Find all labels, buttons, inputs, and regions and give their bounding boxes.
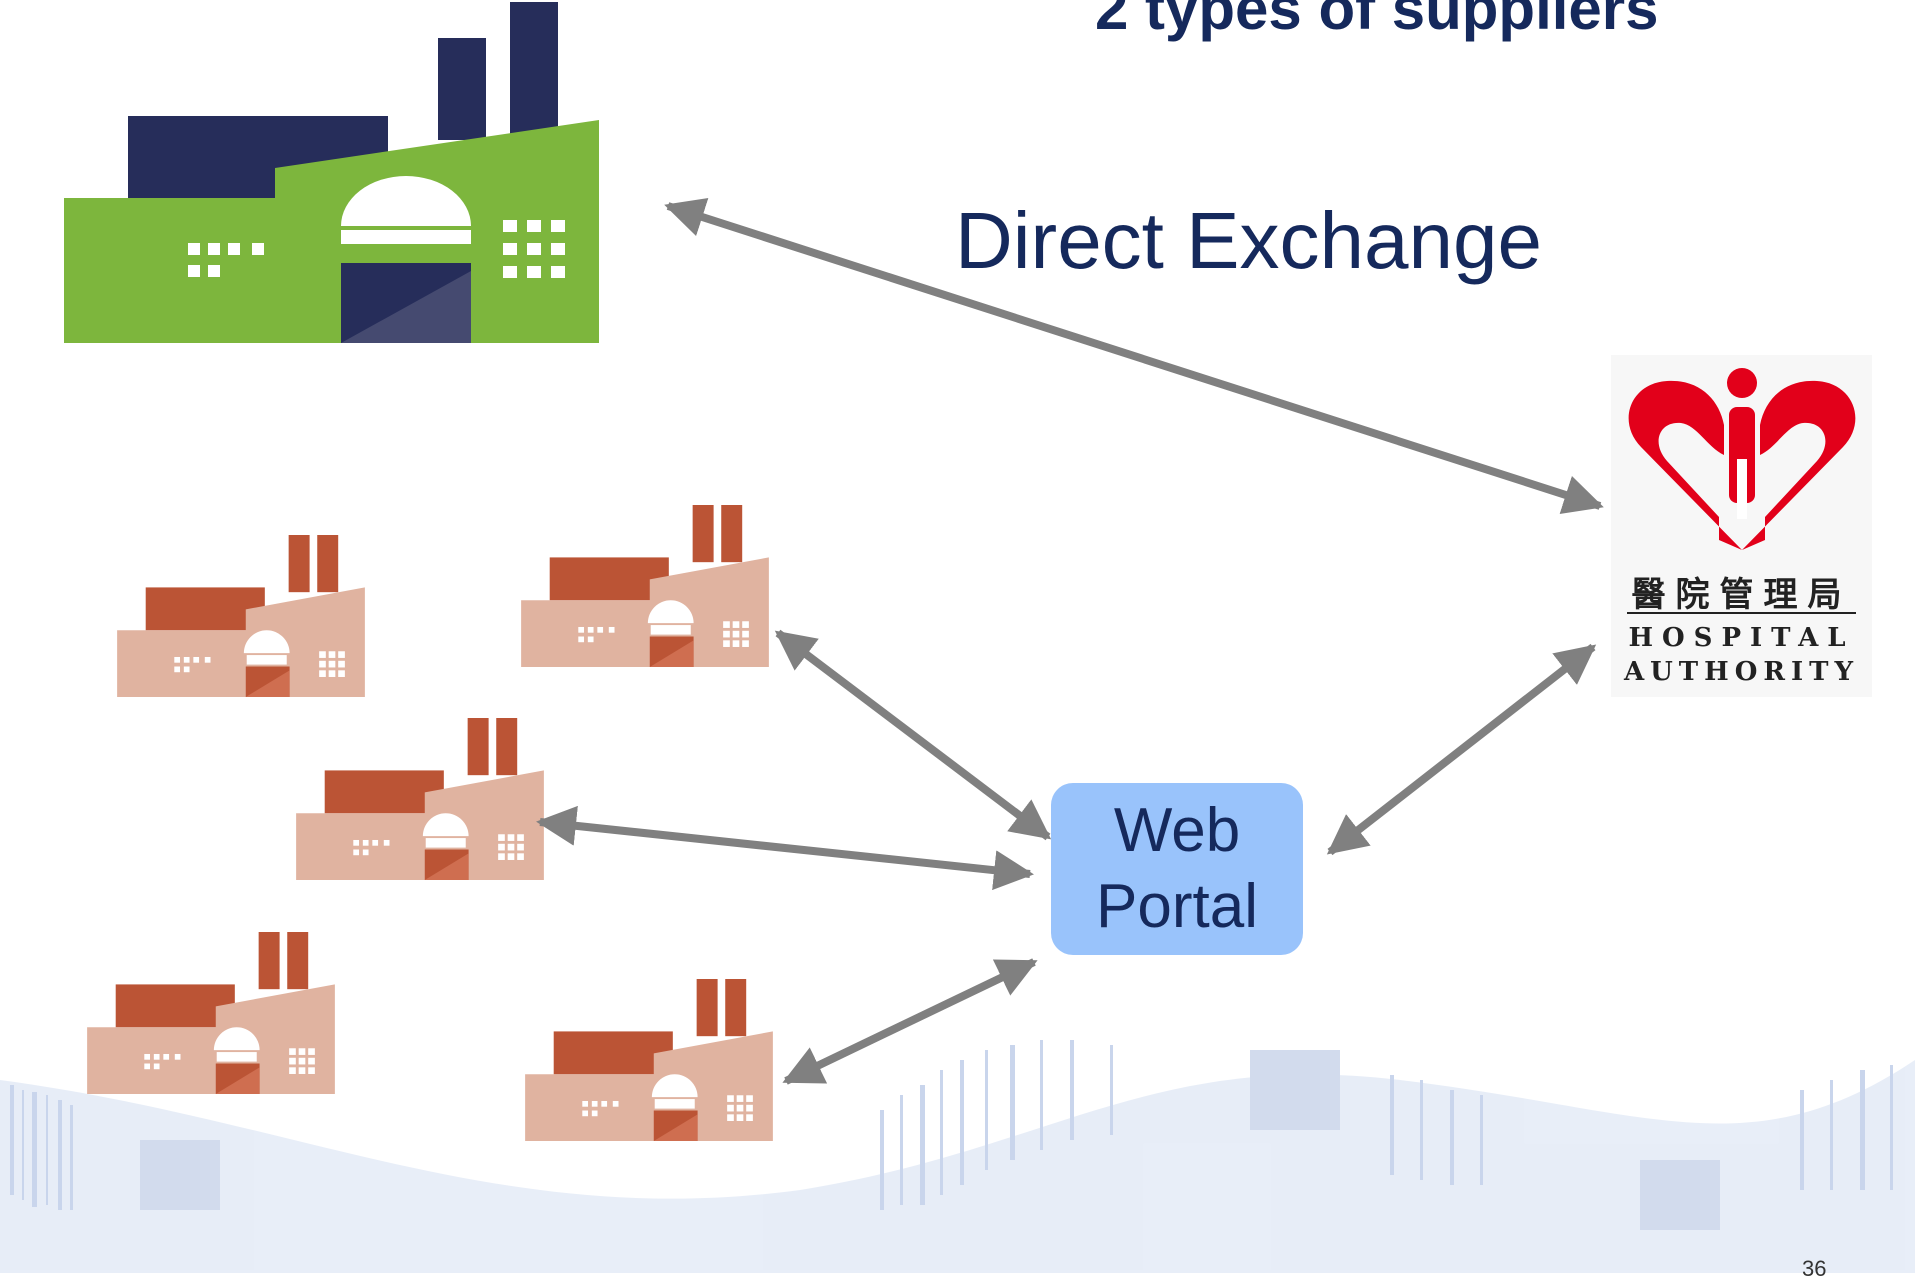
heart-person-icon <box>1628 368 1856 550</box>
small-factory-icon-4 <box>87 932 335 1094</box>
hospital-authority-logo: 醫院管理局 HOSPITAL AUTHORITY <box>1611 355 1872 697</box>
page-number: 36 <box>1802 1256 1827 1281</box>
logo-divider <box>1627 612 1856 614</box>
supplier-portal-arrow-3 <box>782 958 1038 1085</box>
web-portal-line1: Web <box>1113 796 1241 865</box>
direct-exchange-arrow <box>664 197 1604 515</box>
small-factory-icon-5 <box>525 979 773 1141</box>
logo-english-line2: AUTHORITY <box>1623 657 1860 687</box>
web-portal-line2: Portal <box>1096 872 1258 941</box>
portal-authority-arrow <box>1326 643 1597 856</box>
small-factory-icon-3 <box>296 718 544 880</box>
supplier-portal-arrow-1 <box>774 629 1052 841</box>
large-factory-icon <box>64 2 599 343</box>
small-factory-icon-2 <box>521 505 769 667</box>
direct-exchange-label: Direct Exchange <box>955 196 1542 285</box>
supplier-portal-arrow-2 <box>536 805 1034 891</box>
logo-chinese-name: 醫院管理局 <box>1631 575 1852 615</box>
slide-title: 2 types of suppliers <box>1095 0 1659 42</box>
web-portal-box: Web Portal <box>1051 783 1303 955</box>
logo-english-line1: HOSPITAL <box>1628 623 1855 653</box>
barcode-wave-decoration <box>0 1040 1915 1273</box>
small-factory-icon-1 <box>117 535 365 697</box>
